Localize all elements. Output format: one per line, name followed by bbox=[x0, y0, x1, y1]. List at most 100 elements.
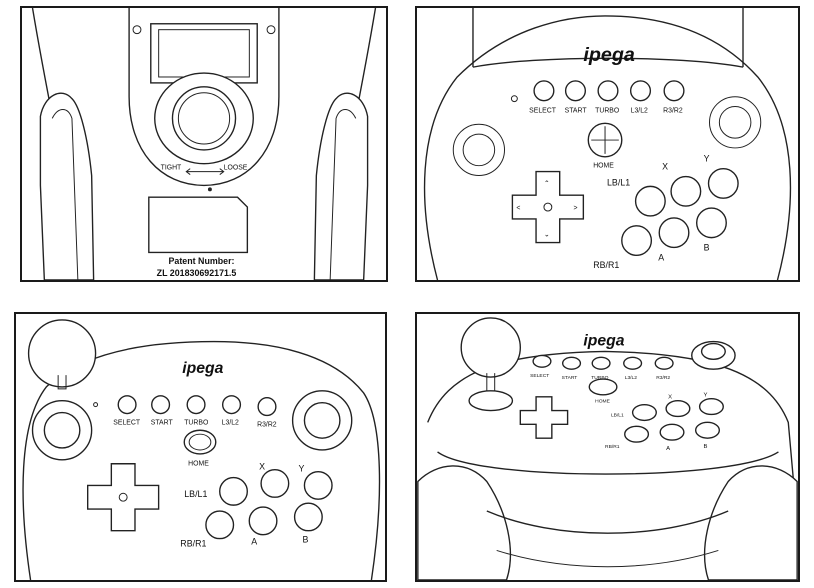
patent-number: ZL 201830692171.5 bbox=[157, 268, 237, 278]
r3r2-button[interactable] bbox=[663, 80, 685, 102]
a-button[interactable] bbox=[658, 217, 690, 249]
controller-top-edge bbox=[427, 350, 797, 512]
turbo-label: TURBO bbox=[591, 375, 608, 381]
turbo-label: TURBO bbox=[184, 419, 209, 426]
y-button[interactable] bbox=[698, 398, 724, 416]
dpad-down-icon: ⌄ bbox=[544, 232, 550, 239]
joystick-top-illustration: ipega SELECT START TURBO L3/L2 R3/R2 HOM… bbox=[22, 319, 381, 580]
a-label: A bbox=[658, 252, 664, 262]
knob-tight-label: TIGHT bbox=[161, 165, 182, 172]
start-button[interactable] bbox=[151, 395, 171, 415]
a-button[interactable] bbox=[659, 423, 685, 441]
right-speaker-grille bbox=[709, 96, 762, 149]
turbo-label: TURBO bbox=[595, 107, 620, 114]
y-label: Y bbox=[704, 393, 708, 399]
indicator-dot bbox=[207, 187, 212, 192]
led-indicator-icon bbox=[510, 95, 518, 103]
body-lower-curve bbox=[486, 510, 729, 534]
lb-l1-label: LB/L1 bbox=[184, 489, 207, 499]
home-label: HOME bbox=[593, 163, 614, 170]
patent-label-plate bbox=[148, 196, 249, 254]
joystick-shaft bbox=[57, 375, 67, 390]
right-grip bbox=[313, 92, 369, 280]
dpad[interactable] bbox=[87, 463, 160, 532]
dpad[interactable] bbox=[519, 396, 569, 439]
lb-l1-button[interactable] bbox=[631, 403, 657, 422]
x-label: X bbox=[259, 462, 265, 472]
a-button[interactable] bbox=[248, 506, 278, 536]
r3r2-label: R3/R2 bbox=[257, 421, 277, 428]
r3r2-button[interactable] bbox=[654, 356, 674, 370]
dpad-left-icon: < bbox=[516, 205, 520, 212]
perspective-illustration: ipega SELECT START TURBO L3/L2 R3/R2 HOM… bbox=[417, 317, 798, 580]
r3r2-button[interactable] bbox=[257, 397, 277, 417]
right-stick[interactable] bbox=[303, 401, 341, 439]
controller-outline bbox=[423, 15, 792, 280]
clamp-knob-inner bbox=[177, 92, 231, 145]
turbo-button[interactable] bbox=[597, 80, 619, 102]
lb-l1-label: LB/L1 bbox=[607, 177, 630, 187]
x-button[interactable] bbox=[670, 175, 702, 207]
perspective-view-panel: ipega SELECT START TURBO L3/L2 R3/R2 HOM… bbox=[415, 312, 800, 582]
screw-left-icon bbox=[132, 25, 142, 35]
start-label: START bbox=[151, 419, 174, 426]
start-button[interactable] bbox=[564, 80, 587, 102]
b-button[interactable] bbox=[695, 207, 727, 239]
l3l2-label: L3/L2 bbox=[631, 107, 648, 114]
rb-r1-label: RB/R1 bbox=[593, 260, 619, 270]
left-handle bbox=[417, 465, 512, 580]
body-bottom-curve bbox=[496, 549, 719, 568]
joystick-ball[interactable] bbox=[27, 319, 97, 388]
b-button[interactable] bbox=[293, 502, 323, 532]
b-button[interactable] bbox=[694, 421, 721, 439]
left-grip bbox=[39, 92, 95, 280]
joystick-top-view-panel: ipega SELECT START TURBO L3/L2 R3/R2 HOM… bbox=[14, 312, 387, 582]
start-label: START bbox=[565, 107, 588, 114]
y-button[interactable] bbox=[303, 470, 333, 500]
l3l2-button[interactable] bbox=[221, 395, 242, 415]
dpad-center bbox=[543, 202, 553, 212]
turbo-button[interactable] bbox=[591, 356, 611, 370]
select-button[interactable] bbox=[117, 395, 137, 415]
y-button[interactable] bbox=[707, 167, 739, 199]
start-button[interactable] bbox=[561, 356, 582, 370]
a-label: A bbox=[251, 537, 257, 547]
joystick-ball[interactable] bbox=[460, 317, 522, 378]
lb-l1-label: LB/L1 bbox=[611, 412, 624, 418]
l3l2-button[interactable] bbox=[629, 80, 652, 102]
right-speaker-inner bbox=[718, 106, 752, 139]
b-label: B bbox=[704, 444, 708, 450]
l3l2-button[interactable] bbox=[623, 356, 643, 370]
lb-l1-button[interactable] bbox=[634, 185, 666, 217]
right-stick[interactable] bbox=[700, 342, 726, 361]
knob-loose-label: LOOSE bbox=[224, 165, 248, 172]
rb-r1-button[interactable] bbox=[205, 510, 235, 540]
dpad-right-icon: > bbox=[574, 205, 578, 212]
right-grip-inner bbox=[329, 109, 357, 280]
top-view-illustration: ipega SELECT START TURBO L3/L2 R3/R2 HOM… bbox=[423, 8, 792, 280]
b-label: B bbox=[302, 535, 308, 545]
x-button[interactable] bbox=[665, 400, 691, 418]
start-label: START bbox=[562, 375, 578, 381]
r3r2-label: R3/R2 bbox=[656, 375, 670, 381]
left-stick[interactable] bbox=[43, 411, 81, 449]
clamp-housing bbox=[128, 8, 280, 187]
home-button[interactable] bbox=[588, 378, 618, 396]
rb-r1-button[interactable] bbox=[621, 225, 653, 257]
x-label: X bbox=[662, 162, 668, 172]
underside-view-panel: TIGHT LOOSE Patent Number: ZL 2018306921… bbox=[20, 6, 388, 282]
select-button[interactable] bbox=[532, 354, 552, 368]
x-button[interactable] bbox=[260, 468, 290, 498]
lb-l1-button[interactable] bbox=[219, 476, 248, 506]
rb-r1-button[interactable] bbox=[624, 425, 650, 443]
dpad-center bbox=[118, 492, 128, 502]
led-indicator-icon bbox=[93, 402, 99, 408]
turbo-button[interactable] bbox=[186, 395, 206, 415]
dpad-up-icon: ⌃ bbox=[544, 179, 550, 187]
clamp-knob bbox=[171, 86, 237, 151]
select-button[interactable] bbox=[533, 80, 555, 102]
x-label: X bbox=[668, 395, 672, 401]
screw-right-icon bbox=[266, 25, 276, 35]
clamp-bracket bbox=[472, 8, 744, 68]
dpad[interactable] bbox=[511, 170, 585, 244]
